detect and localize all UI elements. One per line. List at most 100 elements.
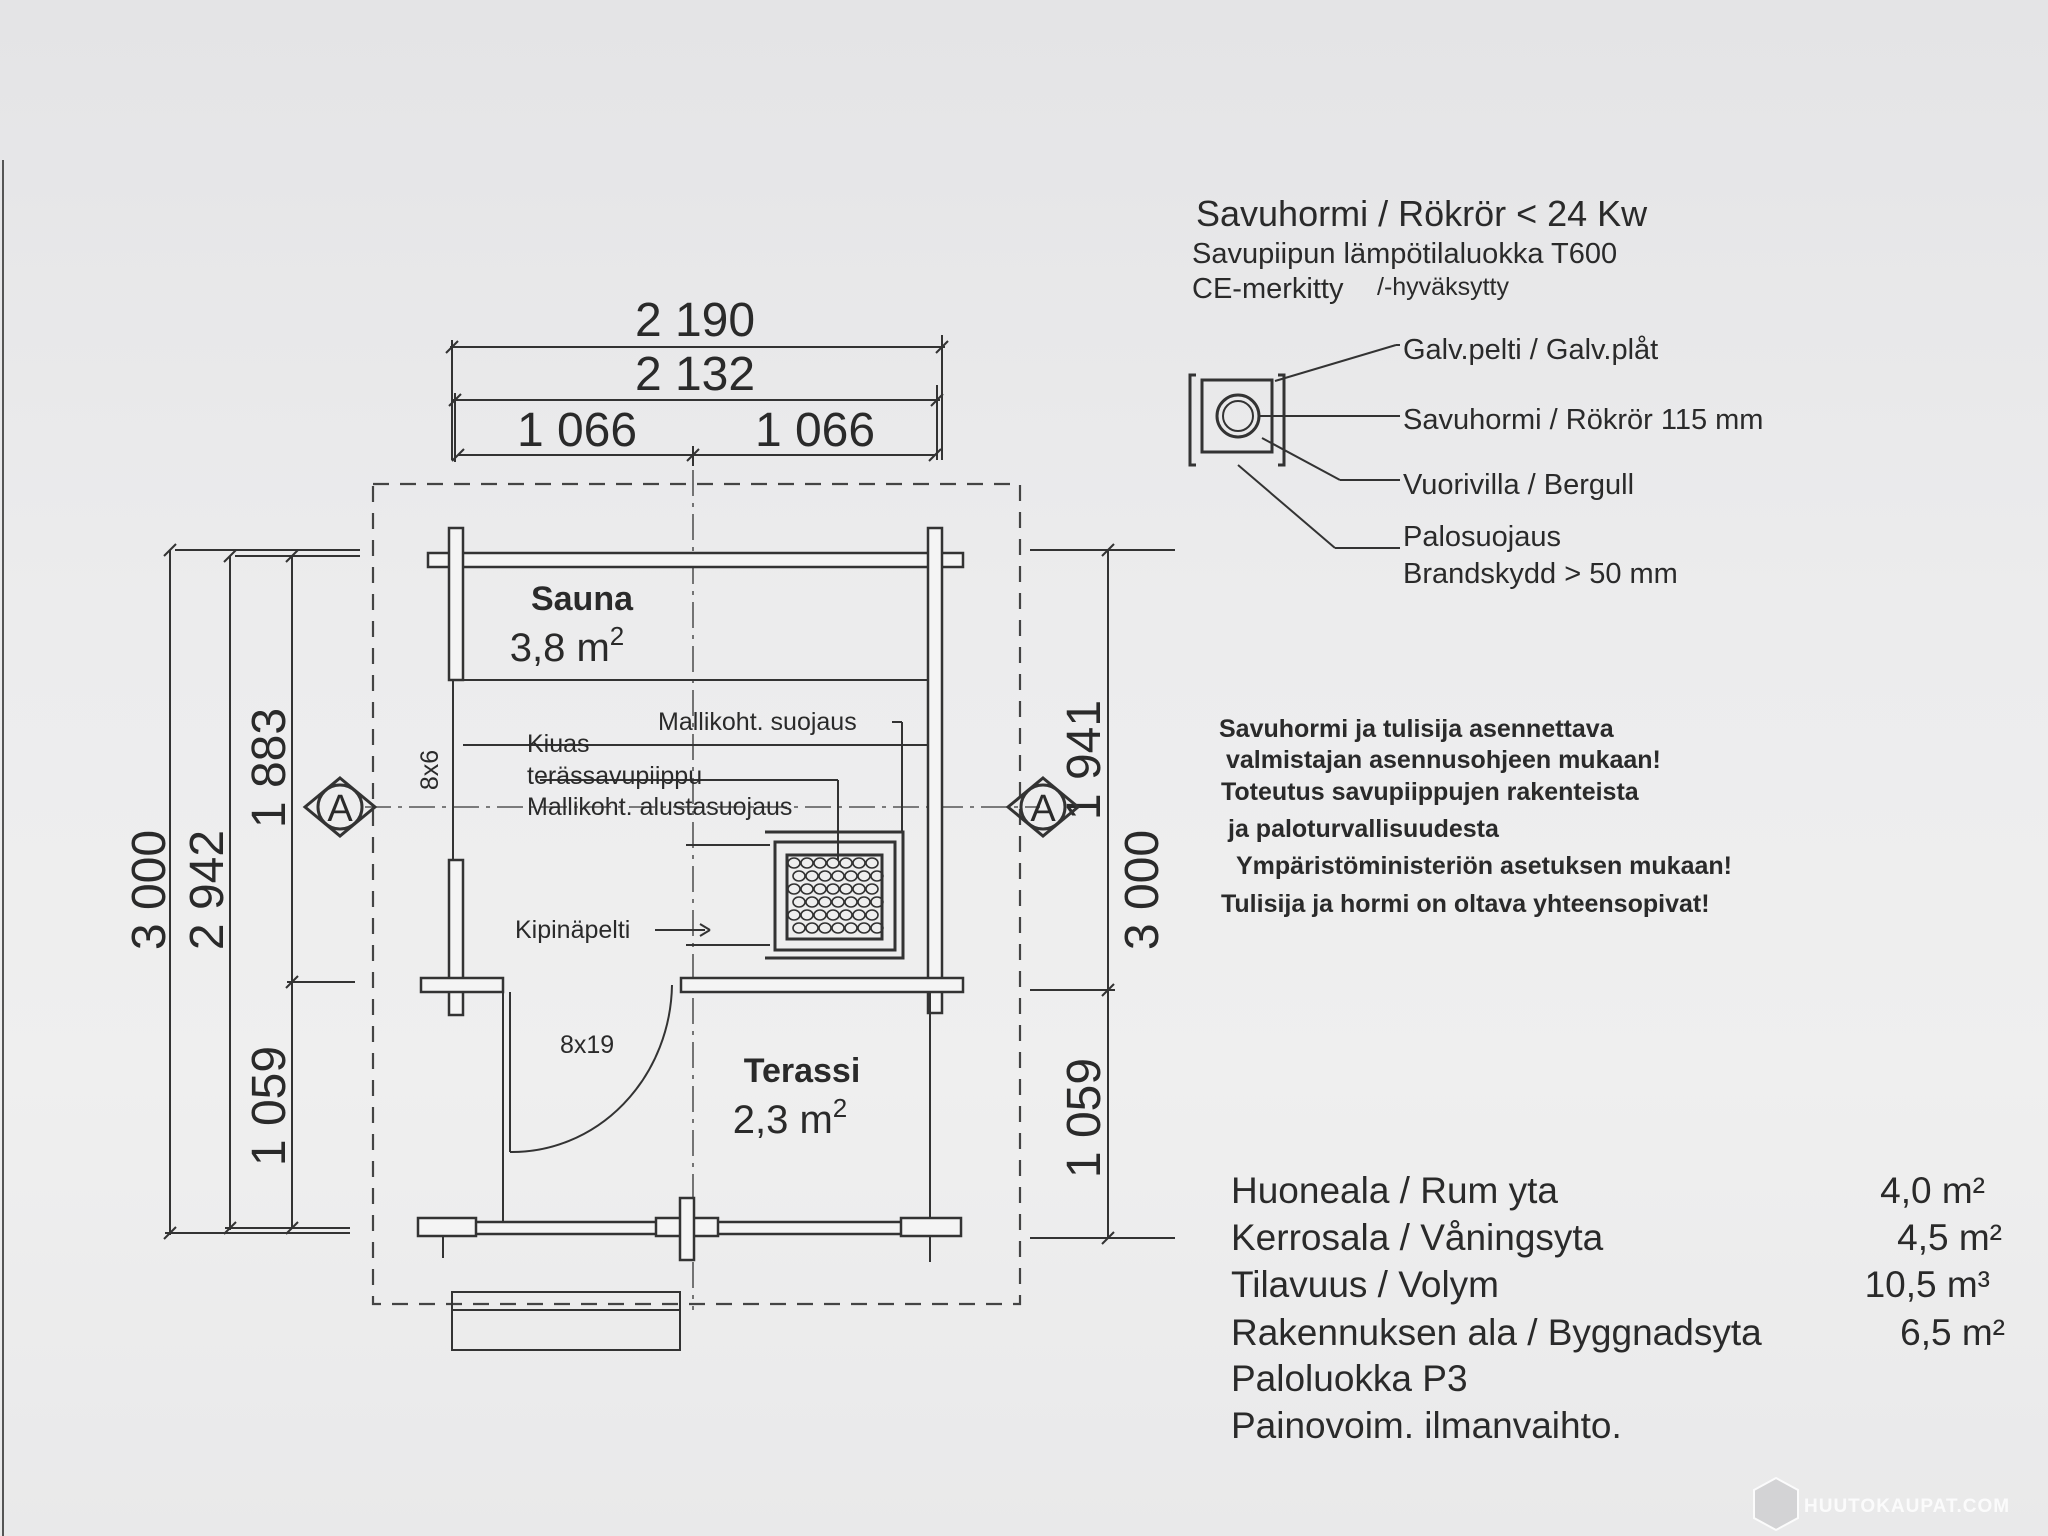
svg-text:Toteutus savupiippujen rakente: Toteutus savupiippujen rakenteista (1221, 778, 1640, 806)
stone (870, 896, 884, 908)
dim-left-overall: 3 000 (123, 830, 176, 950)
installation-notice: Savuhormi ja tulisija asennettava valmis… (1219, 715, 1732, 918)
stone (792, 870, 806, 882)
chimney-line-2a: CE-merkitty (1192, 273, 1344, 305)
callout-fire-protection-2: Brandskydd > 50 mm (1403, 558, 1678, 590)
chimney-section-detail (1188, 344, 1400, 549)
stone (800, 857, 814, 869)
dim-top-half-left: 1 066 (517, 404, 637, 457)
left-dimensions: 3 000 2 942 1 883 1 059 (123, 543, 360, 1240)
chimney-title: Savuhormi / Rökrör < 24 Kw (1196, 193, 1648, 234)
svg-text:valmistajan asennusohjeen muka: valmistajan asennusohjeen mukaan! (1226, 746, 1661, 774)
spec-label: Painovoim. ilmanvaihto. (1231, 1405, 1622, 1446)
right-dimensions: 3 000 1 941 1 059 (1030, 543, 1175, 1245)
door-size-label: 8x19 (560, 1031, 614, 1059)
stone (813, 883, 827, 895)
specifications-table: Huoneala / Rum yta 4,0 m² Kerrosala / Vå… (1231, 1170, 2005, 1446)
callout-fire-protection: Palosuojaus (1403, 521, 1561, 553)
stone (831, 896, 845, 908)
door-swing-arc (509, 984, 673, 1154)
protection-label: Mallikoht. suojaus (658, 708, 857, 736)
top-dimensions: 2 190 2 132 1 066 1 066 (445, 294, 949, 466)
watermark-text: HUUTOKAUPAT.COM (1804, 1496, 2010, 1517)
stone (870, 870, 884, 882)
stone (792, 922, 806, 934)
spec-label: Huoneala / Rum yta (1231, 1170, 1558, 1211)
dim-right-upper: 1 941 (1058, 700, 1111, 820)
stove-label-2: terässavupiippu (527, 762, 702, 790)
sauna-stones (787, 857, 884, 934)
dim-right-lower: 1 059 (1058, 1058, 1111, 1178)
dim-left-lower: 1 059 (243, 1046, 296, 1166)
stone (870, 922, 884, 934)
stone (852, 883, 866, 895)
dim-top-overall: 2 190 (635, 294, 755, 347)
stone (826, 909, 840, 921)
stove (686, 830, 905, 960)
stone (831, 922, 845, 934)
stone (839, 909, 853, 921)
stone (818, 896, 832, 908)
stone (805, 870, 819, 882)
stone (865, 883, 879, 895)
leader-lines (540, 721, 903, 937)
stone (818, 922, 832, 934)
watermark-logo-icon (1753, 1476, 1799, 1532)
section-marker-left: A (302, 776, 378, 838)
dim-top-half-right: 1 066 (755, 404, 875, 457)
stone (805, 896, 819, 908)
section-marker-right: A (1005, 776, 1081, 838)
stone (826, 883, 840, 895)
stone (839, 883, 853, 895)
stone (844, 896, 858, 908)
stone (805, 922, 819, 934)
terrace-name: Terassi (744, 1052, 861, 1090)
spec-value: 6,5 m² (1900, 1312, 2005, 1353)
stone (818, 870, 832, 882)
spec-label: Paloluokka P3 (1231, 1358, 1468, 1399)
svg-text:ja paloturvallisuudesta: ja paloturvallisuudesta (1227, 815, 1500, 843)
stone (831, 870, 845, 882)
walls (416, 526, 965, 1351)
stone (865, 857, 879, 869)
stone (800, 883, 814, 895)
stone (857, 922, 871, 934)
spec-value: 10,5 m³ (1865, 1264, 1990, 1305)
stone (857, 870, 871, 882)
stone (813, 857, 827, 869)
stone (844, 922, 858, 934)
watermark: HUUTOKAUPAT.COM (1753, 1476, 2010, 1532)
svg-text:A: A (1030, 788, 1056, 830)
svg-text:Tulisija ja hormi on oltava yh: Tulisija ja hormi on oltava yhteensopiva… (1221, 890, 1710, 918)
stone (839, 857, 853, 869)
sauna-name: Sauna (531, 580, 634, 618)
callout-galv: Galv.pelti / Galv.plåt (1403, 334, 1658, 366)
sauna-area: 3,8 m2 (510, 621, 625, 670)
callout-flue: Savuhormi / Rökrör 115 mm (1403, 404, 1763, 436)
dim-left-inner: 2 942 (181, 830, 234, 950)
spec-label: Rakennuksen ala / Byggnadsyta (1231, 1312, 1762, 1353)
stone (787, 883, 801, 895)
chimney-line-2b: /-hyväksytty (1377, 273, 1509, 301)
spec-value: 4,0 m² (1880, 1170, 1985, 1211)
stove-label-3: Mallikoht. alustasuojaus (527, 793, 792, 821)
stone (826, 857, 840, 869)
svg-text:Savuhormi ja tulisija asennett: Savuhormi ja tulisija asennettava (1219, 715, 1615, 743)
spec-value: 4,5 m² (1897, 1217, 2002, 1258)
stone (844, 870, 858, 882)
stone (787, 909, 801, 921)
stone (857, 896, 871, 908)
roof-outline (371, 482, 1022, 1306)
dim-right-overall: 3 000 (1116, 830, 1169, 950)
spec-label: Kerrosala / Våningsyta (1231, 1217, 1604, 1258)
spark-plate-label: Kipinäpelti (515, 916, 630, 944)
stone (792, 896, 806, 908)
stone (813, 909, 827, 921)
svg-text:Ympäristöministeriön asetuksen: Ympäristöministeriön asetuksen mukaan! (1236, 852, 1732, 880)
dim-left-upper: 1 883 (243, 708, 296, 828)
svg-text:A: A (327, 788, 353, 830)
stone (787, 857, 801, 869)
bench-size-label: 8x6 (416, 750, 444, 790)
stone (852, 909, 866, 921)
